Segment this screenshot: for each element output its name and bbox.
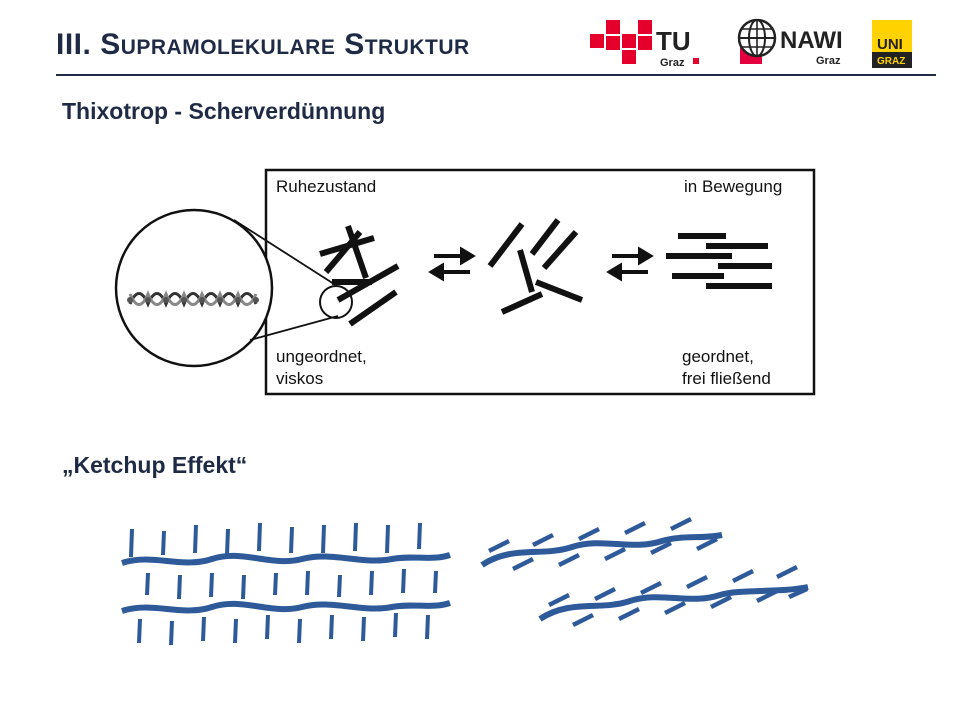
label-disordered: ungeordnet, [276, 347, 367, 366]
ketchup-strands-figure [121, 517, 809, 645]
label-ordered: geordnet, [682, 347, 754, 366]
slide-title: III. Supramolekulare Struktur [56, 28, 470, 62]
uni-graz-logo: UNI GRAZ [872, 20, 912, 68]
ketchup-effect-label: „Ketchup Effekt“ [62, 452, 248, 478]
title-text: Supramolekulare Struktur [100, 28, 470, 61]
magnifier-circle [114, 208, 274, 368]
partially-ordered-rods [487, 218, 584, 315]
equilibrium-arrows-1 [428, 246, 476, 282]
aligned-strands [480, 517, 809, 627]
uni-text: UNI [877, 36, 903, 53]
title-divider [56, 74, 936, 76]
disordered-rods [319, 225, 400, 327]
tu-sub: Graz [660, 57, 685, 69]
label-viscous: viskos [276, 369, 323, 388]
uni-sub: GRAZ [877, 56, 905, 67]
subtitle: Thixotrop - Scherverdünnung [62, 98, 386, 124]
logo-bar: TU Graz NAWI Graz UNI GRAZ [590, 18, 912, 69]
label-rest-state: Ruhezustand [276, 177, 376, 196]
title-prefix: III. [56, 28, 92, 61]
helix-molecule [127, 290, 259, 308]
thixotropy-diagram: Ruhezustand in Bewegung ungeordnet, visk… [114, 168, 816, 396]
tu-graz-logo: TU Graz [590, 20, 699, 69]
label-in-motion: in Bewegung [684, 177, 782, 196]
nawi-sub: Graz [816, 55, 841, 67]
nawi-graz-logo: NAWI Graz [737, 18, 843, 67]
tangled-strands [121, 523, 451, 645]
label-free-flowing: frei fließend [682, 369, 771, 388]
nawi-text: NAWI [780, 27, 843, 54]
equilibrium-arrows-2 [606, 246, 654, 282]
tu-text: TU [656, 26, 691, 56]
ordered-rods [666, 233, 772, 289]
